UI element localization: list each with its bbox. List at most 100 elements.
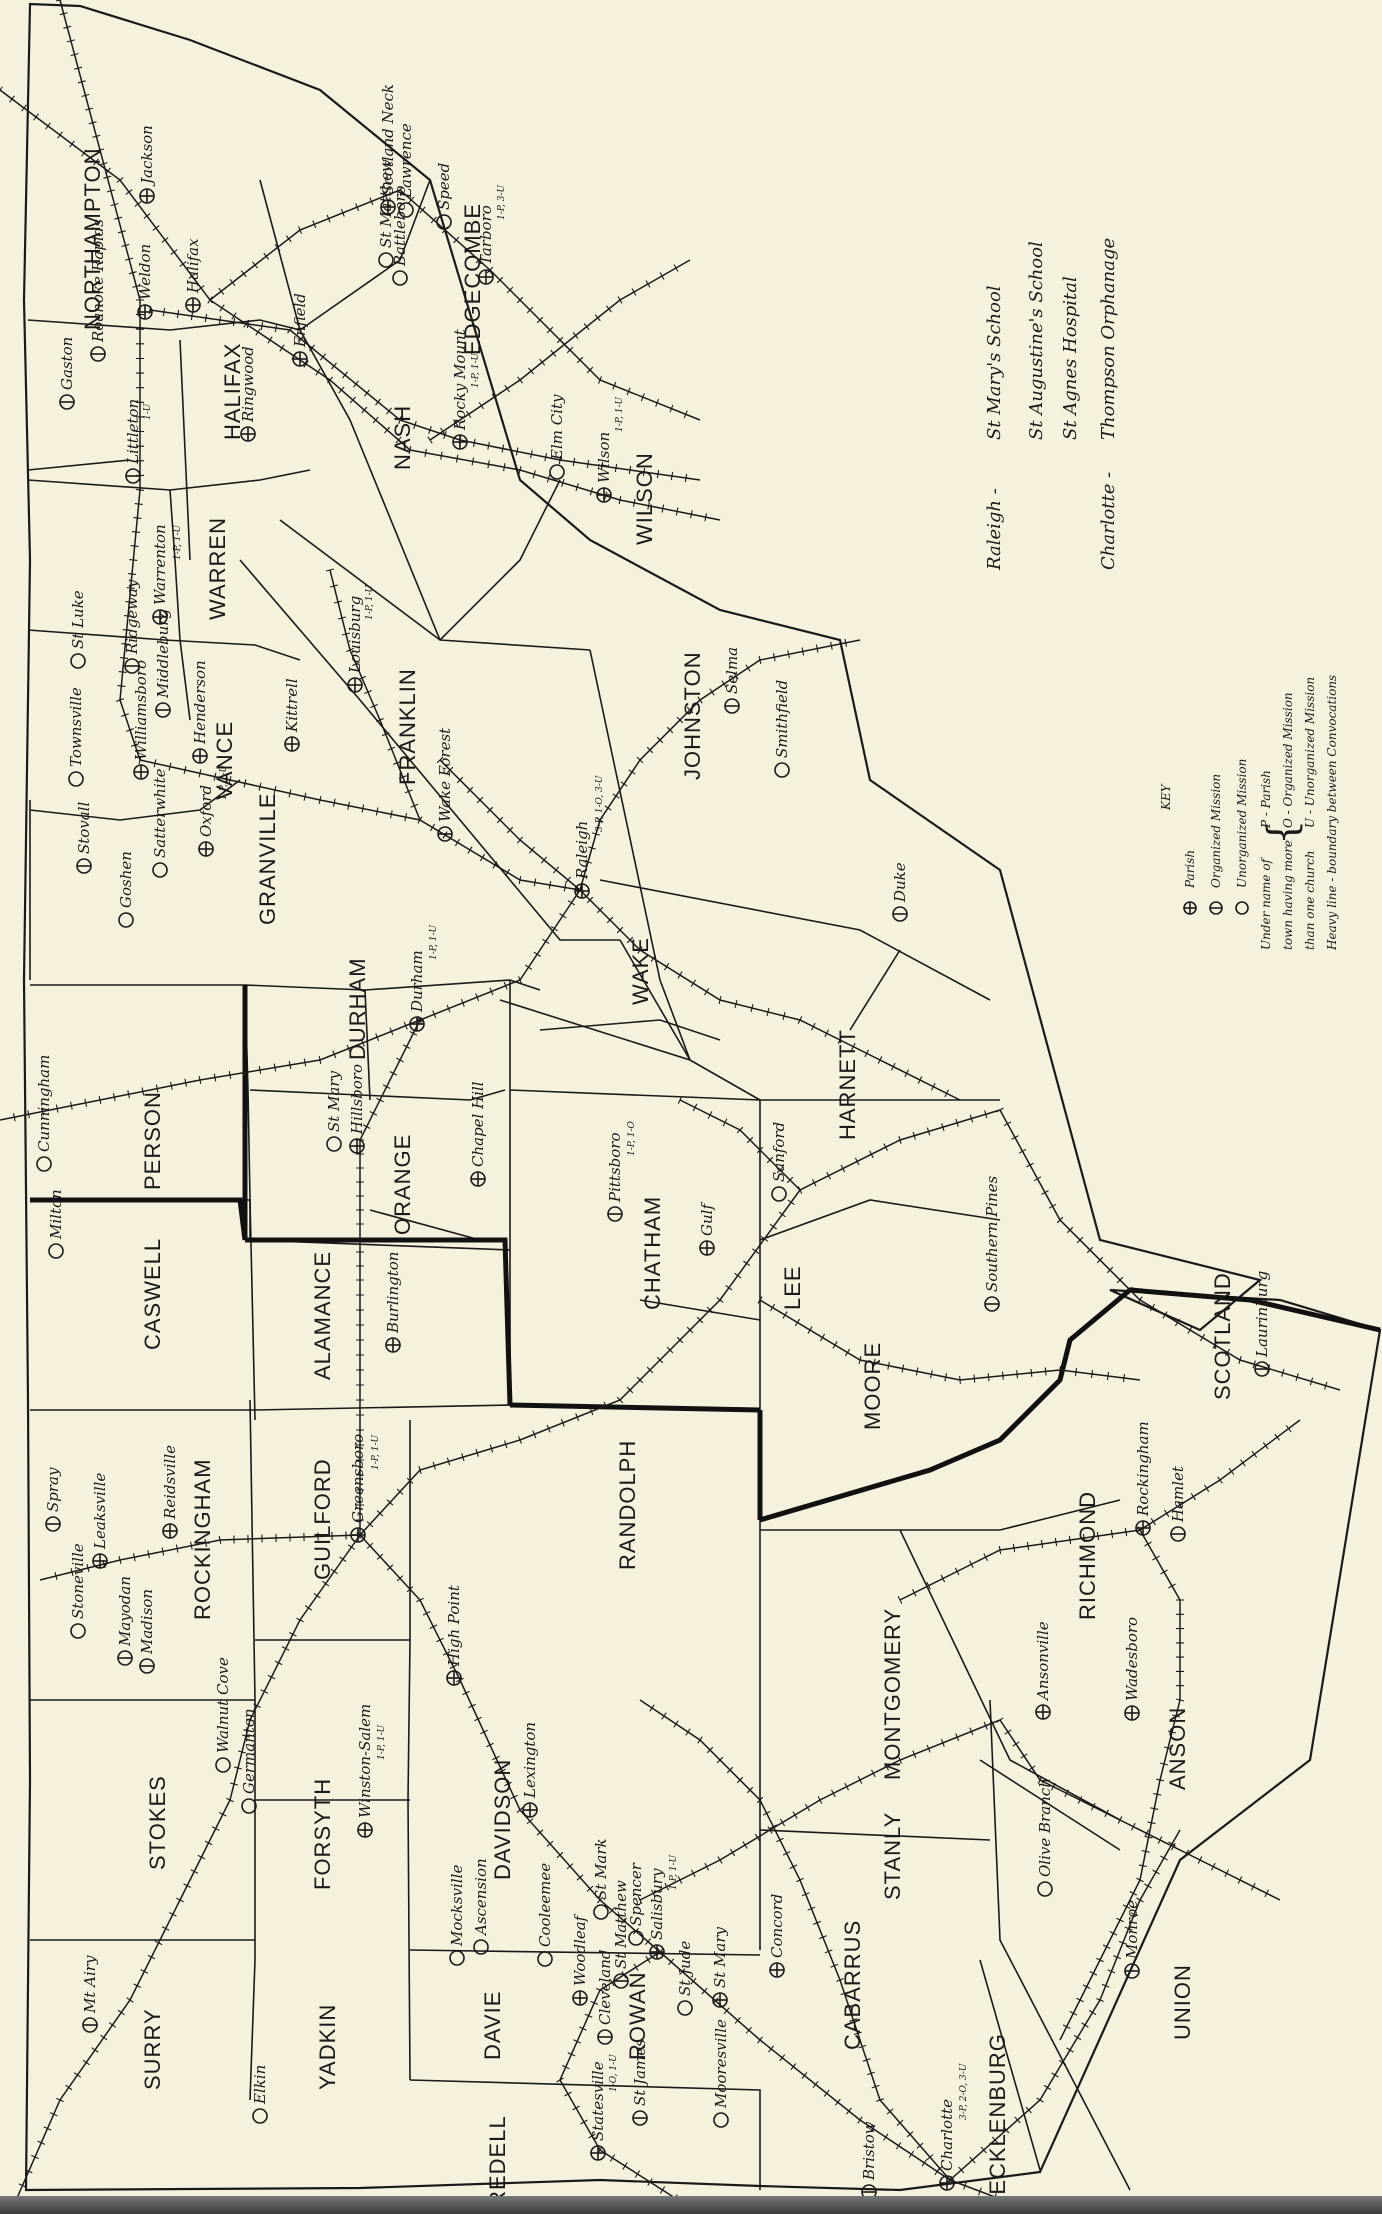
railroad-ties <box>356 1017 940 2176</box>
county-moore: MOORE <box>860 1342 885 1430</box>
county-johnston: JOHNSTON <box>680 651 705 780</box>
town-ridgeway: Ridgeway <box>123 579 141 674</box>
key-parish-label: Parish <box>1183 850 1197 889</box>
town-sanford: Sanford <box>770 1122 788 1202</box>
county-stokes: STOKES <box>145 1775 170 1870</box>
town-label-townsville: Townsville <box>67 687 85 767</box>
town-label-laurinburg: Laurinburg <box>1253 1271 1271 1358</box>
town-bristow: Bristow <box>860 2121 878 2200</box>
town-label-st-matthew-rowan: St Matthew <box>612 1880 630 1969</box>
town-label-jackson: Jackson <box>138 125 156 187</box>
annotation-statesville: 1-O, 1-U <box>609 2054 619 2092</box>
town-label-spencer: Spencer <box>627 1862 645 1926</box>
town-label-st-matthew-edg: St Matthew <box>377 159 395 248</box>
town-kittrell: Kittrell <box>283 678 301 752</box>
town-smithfield: Smithfield <box>773 680 791 778</box>
railroad-ties <box>1062 1527 1185 2029</box>
railroad-ties <box>649 1704 954 2184</box>
town-madison: Madison <box>138 1589 156 1674</box>
railroad-line <box>579 639 861 891</box>
town-durham-town: Durham <box>408 950 426 1032</box>
annotation-wilson: 1-P, 1-U <box>615 397 625 432</box>
railroad-ties <box>637 1721 988 1904</box>
town-laurinburg: Laurinburg <box>1253 1271 1271 1377</box>
town-st-jude: St Jude <box>676 1941 694 2016</box>
town-label-wilson-town: Wilson <box>595 432 613 483</box>
town-littleton: Littleton <box>124 399 142 484</box>
railroad-ties <box>946 1841 1176 2184</box>
town-woodleaf: Woodleaf <box>571 1913 589 2006</box>
railroad-ties <box>12 887 584 1122</box>
town-label-lawrence: Lawrence <box>397 123 415 199</box>
key-unorganized-label: Unorganized Mission <box>1235 759 1249 888</box>
town-st-james: St James <box>631 2039 649 2126</box>
county-forsyth: FORSYTH <box>310 1778 335 1890</box>
town-label-st-luke: St Luke <box>69 590 87 649</box>
railroads <box>0 0 1341 2214</box>
town-label-speed: Speed <box>435 163 453 210</box>
institutions-legend: Raleigh - St Mary's School St Augustine'… <box>984 238 1119 571</box>
town-cunningham: Cunningham <box>35 1055 53 1172</box>
railroad-line <box>759 1299 1141 1381</box>
town-label-salisbury: Salisbury <box>648 1868 666 1940</box>
annotation-salisbury: 1-P, 1-U <box>669 1855 679 1890</box>
annotation-oxford: 1-P, 1-U <box>219 765 229 800</box>
town-enfield: Enfield <box>291 293 309 367</box>
town-label-ascension: Ascension <box>472 1858 490 1937</box>
town-scotland-neck: Scotland Neck <box>379 84 397 215</box>
town-label-warrenton: Warrenton <box>151 524 169 605</box>
town-ansonville: Ansonville <box>1034 1621 1052 1720</box>
town-label-concord: Concord <box>768 1894 786 1958</box>
county-vance: VANCE <box>212 721 237 800</box>
county-stanly: STANLY <box>880 1812 905 1900</box>
town-high-point: High Point <box>445 1584 463 1686</box>
town-tarboro: Tarboro <box>477 205 495 285</box>
town-label-spray: Spray <box>44 1467 62 1512</box>
town-label-high-point: High Point <box>445 1584 463 1667</box>
county-surry: SURRY <box>140 2008 165 2090</box>
county-boundaries <box>27 179 1131 2191</box>
railroad-ties <box>0 86 708 522</box>
town-lexington: Lexington <box>521 1722 539 1818</box>
county-davidson: DAVIDSON <box>490 1759 515 1880</box>
county-franklin: FRANKLIN <box>395 668 420 785</box>
county-alamance: ALAMANCE <box>310 1251 335 1380</box>
town-label-leaksville: Leaksville <box>91 1473 109 1550</box>
town-ringwood: Ringwood <box>239 346 257 442</box>
annotation-greensboro: 1-P, 1-U <box>371 1435 381 1470</box>
town-label-henderson: Henderson <box>191 660 209 745</box>
railroad-line <box>639 1719 1001 1901</box>
town-label-sanford: Sanford <box>770 1122 788 1182</box>
town-label-halifax-town: Halifax <box>184 238 202 294</box>
railroad-ties <box>897 1425 1292 1604</box>
town-warrenton: Warrenton <box>151 524 169 625</box>
town-label-woodleaf: Woodleaf <box>571 1913 589 1986</box>
annotation-louisburg: 1-P, 1-U <box>365 585 375 620</box>
town-chapel-hill: Chapel Hill <box>469 1081 487 1187</box>
county-rowan: ROWAN <box>625 1971 650 2060</box>
town-label-ridgeway: Ridgeway <box>123 579 141 655</box>
town-cleveland: Cleveland <box>596 1949 614 2045</box>
town-raleigh: Raleigh <box>573 821 591 899</box>
town-label-scotland-neck: Scotland Neck <box>379 84 397 195</box>
town-label-olive-branch: Olive Branch <box>1036 1778 1054 1877</box>
railroad-line <box>999 1109 1341 1391</box>
annotation-warrenton: 1-P, 1-U <box>173 525 183 560</box>
town-label-rockingham-town: Rockingham <box>1134 1421 1152 1517</box>
town-label-satterwhite: Satterwhite <box>151 768 169 858</box>
charlotte-item-1: Thompson Orphanage <box>1098 238 1119 440</box>
railroad-line <box>429 259 691 441</box>
key-under-name-2: town having more <box>1281 840 1295 950</box>
town-label-tarboro: Tarboro <box>477 205 495 265</box>
key-p-label: P - Parish <box>1259 770 1273 829</box>
town-reidsville: Reidsville <box>161 1445 179 1539</box>
town-label-cunningham: Cunningham <box>35 1055 53 1152</box>
county-richmond: RICHMOND <box>1075 1491 1100 1620</box>
county-labels: NORTHAMPTONHALIFAXWARRENNASHEDGECOMBEWIL… <box>80 147 1235 2214</box>
town-spencer: Spencer <box>627 1862 645 1946</box>
town-label-burlington: Burlington <box>384 1252 402 1334</box>
town-label-rocky-mount: Rocky Mount <box>451 328 469 431</box>
county-nash: NASH <box>390 405 415 470</box>
town-speed: Speed <box>435 163 453 230</box>
railroad-ties <box>325 568 419 808</box>
